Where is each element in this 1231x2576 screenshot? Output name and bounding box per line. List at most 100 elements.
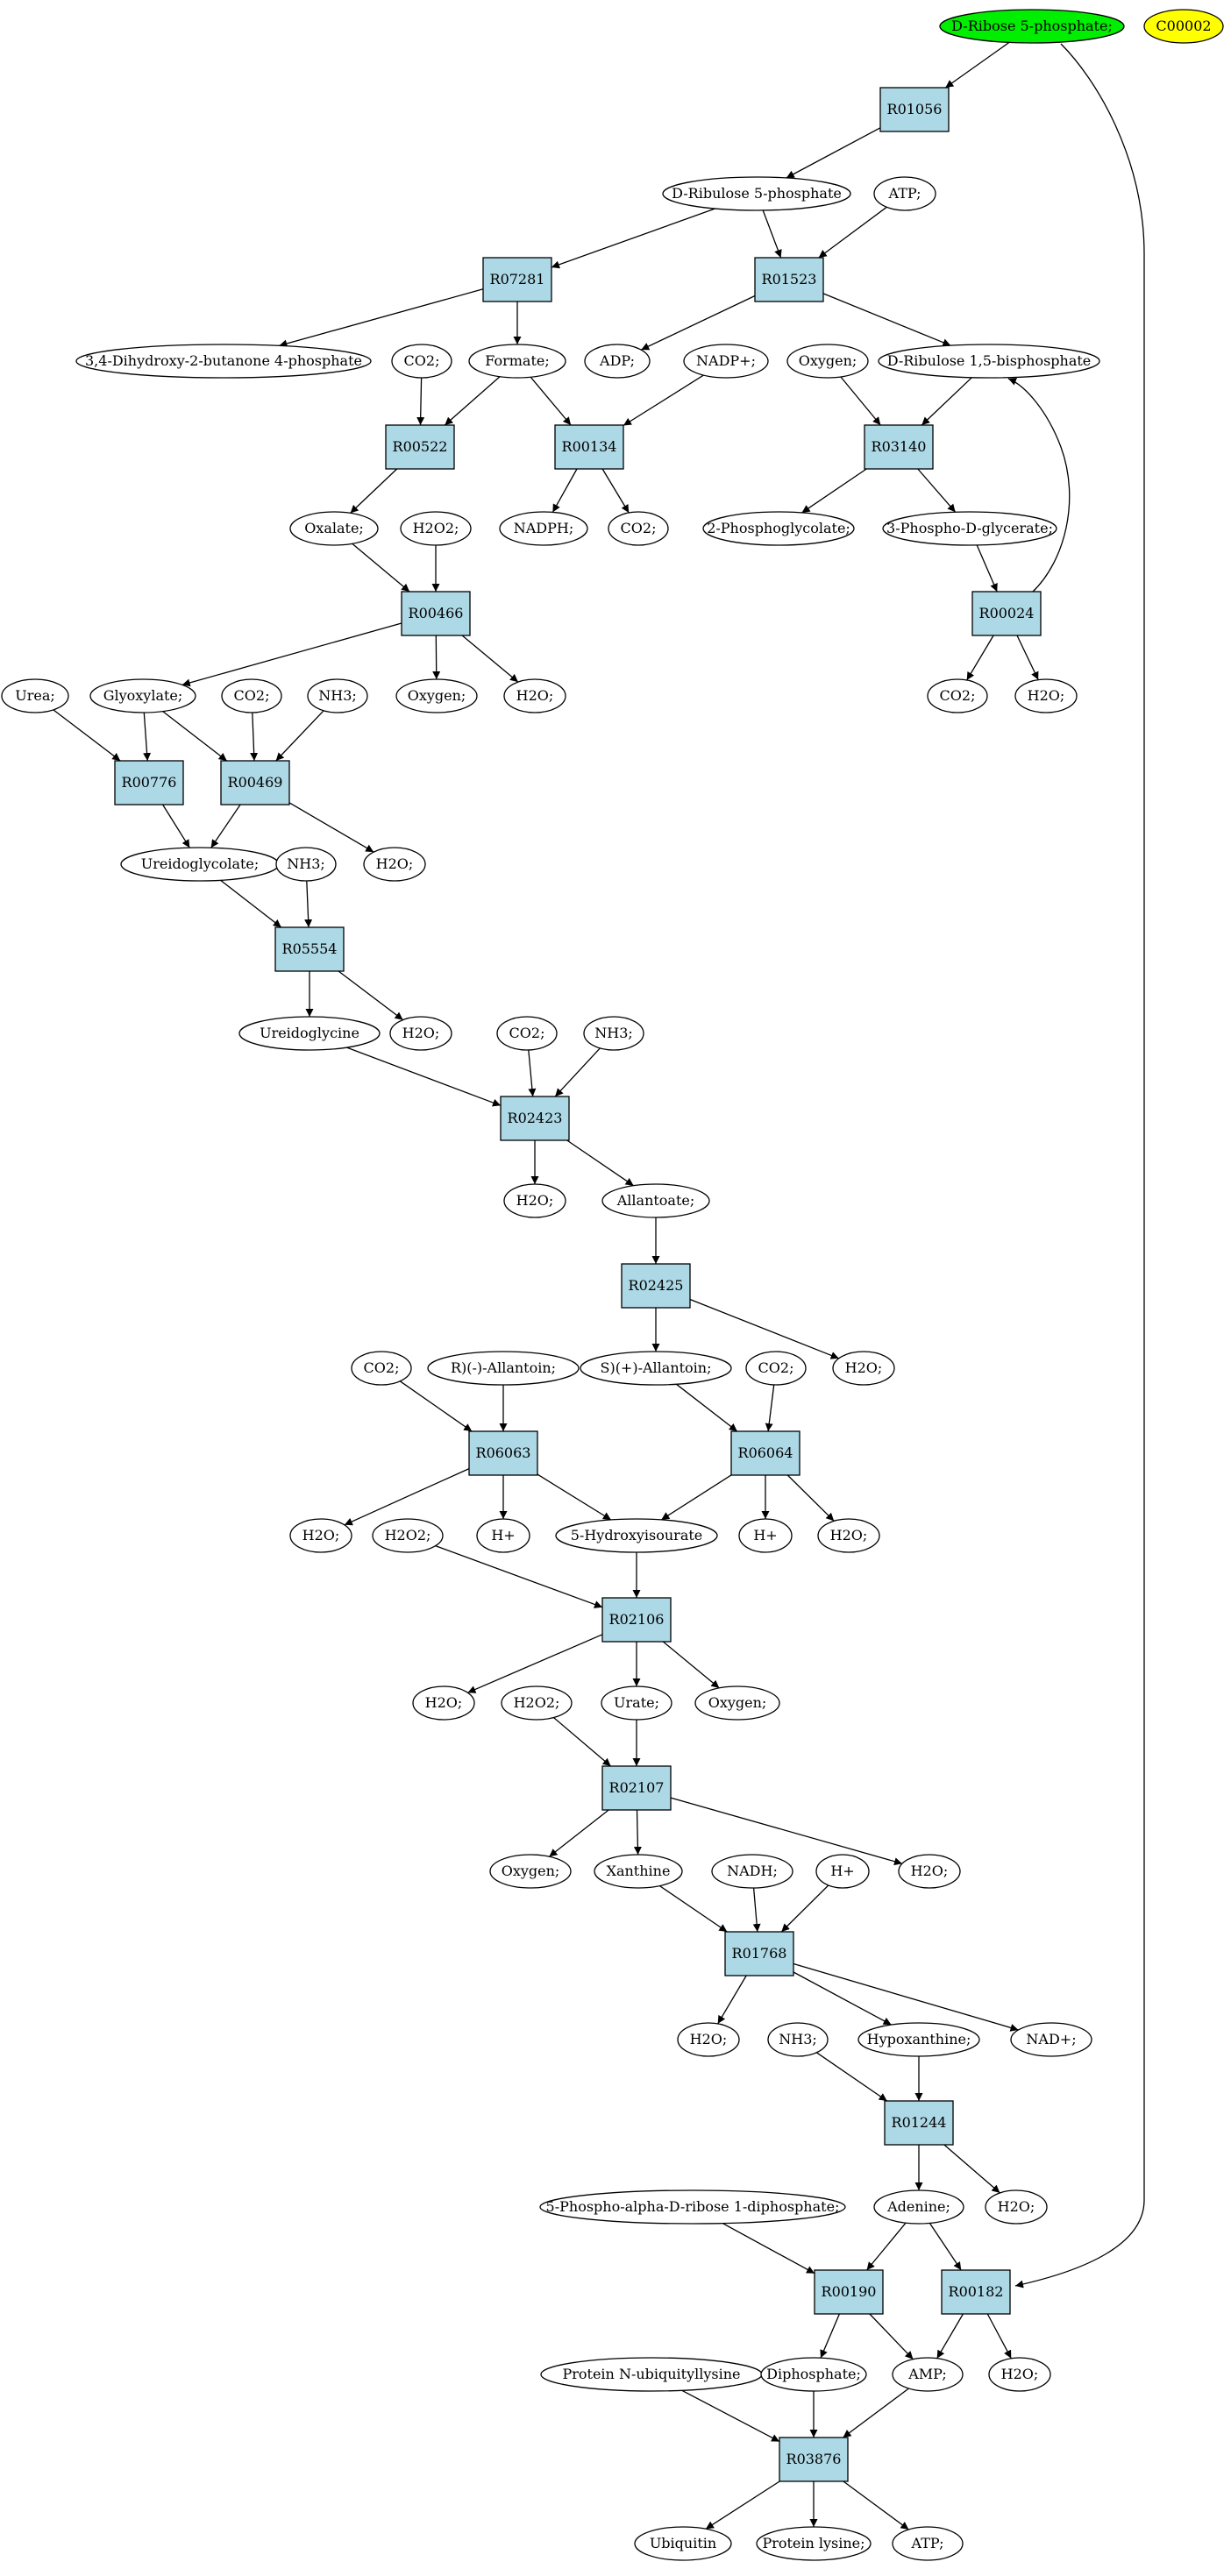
reaction-node-r03140[interactable]: R03140	[864, 424, 934, 470]
reaction-node-r01244[interactable]: R01244	[884, 2100, 954, 2146]
reaction-node-r06063[interactable]: R06063	[468, 1430, 538, 1476]
reaction-node-r02106[interactable]: R02106	[601, 1597, 672, 1643]
node-label: ATP;	[911, 2535, 944, 2551]
reaction-node-r03876[interactable]: R03876	[779, 2437, 849, 2482]
compound-node-ureidoglycine[interactable]: Ureidoglycine	[238, 1016, 381, 1051]
compound-node-ureidoglycolate[interactable]: Ureidoglycolate;	[120, 847, 280, 882]
compound-node-oxygen[interactable]: Oxygen;	[786, 344, 869, 379]
reaction-node-r02107[interactable]: R02107	[601, 1765, 672, 1811]
compound-node-nadph[interactable]: NADPH;	[499, 511, 588, 546]
compound-node-glyoxylate[interactable]: Glyoxylate;	[89, 678, 196, 713]
compound-ellipse	[503, 1183, 566, 1218]
compound-node-h2o[interactable]: H2O;	[289, 1518, 352, 1553]
compound-node-h2o[interactable]: H2O;	[817, 1518, 880, 1553]
compound-node-urate[interactable]: Urate;	[601, 1685, 672, 1721]
compound-node-h2o[interactable]: H2O;	[677, 2022, 740, 2057]
compound-node-protein-n-ubiquityllysine[interactable]: Protein N-ubiquityllysine	[540, 2357, 763, 2392]
compound-node-3-4-dihydroxy-2-butanone-4-phosphate[interactable]: 3,4-Dihydroxy-2-butanone 4-phosphate	[75, 344, 372, 379]
compound-node-co2[interactable]: CO2;	[745, 1351, 807, 1386]
compound-node-co2[interactable]: CO2;	[221, 678, 282, 713]
compound-ellipse	[662, 176, 851, 211]
compound-node-atp[interactable]: ATP;	[873, 176, 936, 211]
edge-n66-to-n67	[548, 1809, 609, 1857]
compound-node-5-hydroxyisourate[interactable]: 5-Hydroxyisourate	[555, 1518, 718, 1553]
reaction-node-r05554[interactable]: R05554	[274, 926, 345, 972]
compound-node-h2o[interactable]: H2O;	[412, 1685, 475, 1721]
compound-node-h2o[interactable]: H2O;	[503, 1183, 566, 1218]
compound-node-h2o[interactable]: H2O;	[988, 2357, 1051, 2392]
compound-node-nh3[interactable]: NH3;	[583, 1016, 644, 1051]
compound-node-h2o2[interactable]: H2O2;	[400, 511, 472, 546]
reaction-node-r06064[interactable]: R06064	[730, 1430, 801, 1476]
compound-node-hypoxanthine[interactable]: Hypoxanthine;	[857, 2022, 980, 2057]
compound-node-2-phosphoglycolate[interactable]: 2-Phosphoglycolate;	[702, 511, 855, 546]
compound-node-protein-lysine[interactable]: Protein lysine;	[756, 2526, 872, 2561]
compound-node-nadh[interactable]: NADH;	[711, 1854, 793, 1889]
compound-node-oxygen[interactable]: Oxygen;	[395, 678, 478, 713]
edge-n66-to-n71	[670, 1797, 903, 1866]
compound-node-h[interactable]: H+	[738, 1518, 793, 1553]
reaction-node-r01768[interactable]: R01768	[724, 1931, 794, 1976]
compound-node-3-phospho-d-glycerate[interactable]: 3-Phospho-D-glycerate;	[882, 511, 1057, 546]
compound-node-amp[interactable]: AMP;	[892, 2357, 964, 2392]
compound-node-atp[interactable]: ATP;	[892, 2526, 964, 2561]
edge-n82-to-n85	[936, 2313, 964, 2360]
compound-node-allantoate[interactable]: Allantoate;	[601, 1183, 710, 1218]
compound-node-urea[interactable]: Urea;	[1, 678, 69, 713]
compound-node-h2o[interactable]: H2O;	[985, 2189, 1048, 2225]
compound-node-h2o2[interactable]: H2O2;	[372, 1518, 444, 1553]
reaction-node-r00466[interactable]: R00466	[401, 591, 471, 636]
compound-node-nh3[interactable]: NH3;	[307, 678, 368, 713]
compound-node-co2[interactable]: CO2;	[391, 344, 452, 379]
reaction-node-r00469[interactable]: R00469	[220, 760, 290, 805]
reaction-node-r01523[interactable]: R01523	[754, 257, 824, 302]
reaction-node-r01056[interactable]: R01056	[879, 87, 950, 132]
compound-node-d-ribulose-5-phosphate[interactable]: D-Ribulose 5-phosphate	[662, 176, 851, 211]
reaction-node-r00776[interactable]: R00776	[114, 760, 184, 805]
compound-ellipse	[584, 344, 651, 379]
reaction-node-r00182[interactable]: R00182	[941, 2269, 1011, 2315]
compound-node-adp[interactable]: ADP;	[584, 344, 651, 379]
compound-node-nh3[interactable]: NH3;	[275, 847, 337, 882]
reaction-node-r00024[interactable]: R00024	[971, 591, 1042, 636]
compound-node-adenine[interactable]: Adenine;	[873, 2189, 964, 2225]
node-label: R02106	[609, 1611, 665, 1628]
compound-node-formate[interactable]: Formate;	[468, 344, 566, 379]
compound-node-h2o[interactable]: H2O;	[389, 1016, 452, 1051]
compound-node-h2o2[interactable]: H2O2;	[501, 1685, 573, 1721]
compound-node-co2[interactable]: CO2;	[351, 1351, 412, 1386]
compound-node-diphosphate[interactable]: Diphosphate;	[760, 2357, 867, 2392]
compound-node-h2o[interactable]: H2O;	[363, 847, 426, 882]
compound-node-c00002[interactable]: C00002	[1143, 9, 1224, 44]
compound-node-oxygen[interactable]: Oxygen;	[694, 1685, 780, 1721]
compound-node-d-ribulose-1-5-bisphosphate[interactable]: D-Ribulose 1,5-bisphosphate	[878, 344, 1100, 379]
compound-node-5-phospho-alpha-d-ribose-1-diphosphate[interactable]: 5-Phospho-alpha-D-ribose 1-diphosphate;	[539, 2189, 846, 2225]
compound-node-s-allantoin[interactable]: S)(+)-Allantoin;	[580, 1351, 732, 1386]
reaction-node-r00190[interactable]: R00190	[814, 2269, 884, 2315]
compound-node-h2o[interactable]: H2O;	[1014, 678, 1078, 713]
compound-node-oxygen[interactable]: Oxygen;	[489, 1854, 572, 1889]
compound-node-d-ribose-5-phosphate[interactable]: D-Ribose 5-phosphate;	[939, 9, 1125, 44]
compound-node-h2o[interactable]: H2O;	[503, 678, 566, 713]
compound-node-co2[interactable]: CO2;	[496, 1016, 558, 1051]
compound-node-ubiquitin[interactable]: Ubiquitin	[634, 2526, 732, 2561]
compound-node-h[interactable]: H+	[815, 1854, 870, 1889]
compound-node-h2o[interactable]: H2O;	[898, 1854, 961, 1889]
reaction-box	[971, 591, 1042, 636]
compound-node-co2[interactable]: CO2;	[927, 678, 988, 713]
compound-node-r-allantoin[interactable]: R)(-)-Allantoin;	[427, 1351, 580, 1386]
compound-node-xanthine[interactable]: Xanthine	[594, 1854, 683, 1889]
reaction-node-r00134[interactable]: R00134	[554, 424, 624, 470]
compound-node-nad[interactable]: NAD+;	[1010, 2022, 1092, 2057]
reaction-node-r07281[interactable]: R07281	[482, 257, 552, 302]
node-label: Ureidoglycolate;	[141, 855, 260, 872]
reaction-node-r00522[interactable]: R00522	[385, 424, 455, 470]
compound-node-h[interactable]: H+	[476, 1518, 530, 1553]
compound-node-oxalate[interactable]: Oxalate;	[289, 511, 379, 546]
compound-node-nadp[interactable]: NADP+;	[683, 344, 769, 379]
compound-node-co2[interactable]: CO2;	[608, 511, 669, 546]
compound-node-nh3[interactable]: NH3;	[767, 2022, 829, 2057]
reaction-node-r02423[interactable]: R02423	[500, 1096, 570, 1141]
reaction-node-r02425[interactable]: R02425	[621, 1263, 691, 1309]
compound-node-h2o[interactable]: H2O;	[832, 1351, 895, 1386]
